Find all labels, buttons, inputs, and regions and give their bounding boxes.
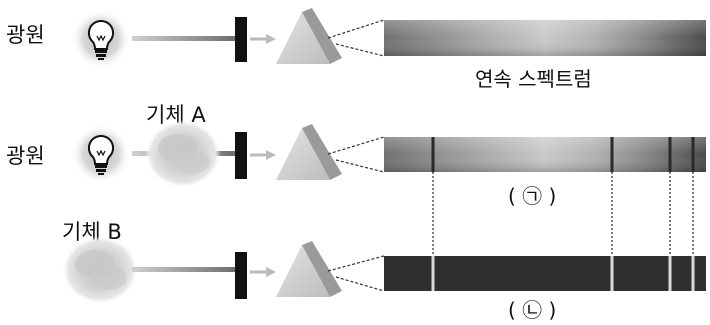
emission-line: [610, 256, 614, 291]
marker-label-1: ( ㉠ ): [508, 184, 557, 208]
row-absorption: [71, 120, 706, 188]
row-continuous: [71, 8, 706, 69]
emission-line: [691, 256, 695, 291]
light-bulb-icon: [87, 19, 115, 60]
gas-cloud-icon: [145, 120, 221, 188]
slit-icon: [235, 132, 247, 179]
gas-cloud-icon: [62, 236, 138, 304]
absorption-line: [431, 137, 435, 172]
prism-icon: [276, 241, 342, 297]
light-source-label-2: 광원: [6, 144, 45, 168]
prism-icon: [276, 124, 342, 180]
light-source-label-1: 광원: [6, 23, 45, 47]
row-emission: [62, 236, 706, 304]
slit-icon: [235, 252, 247, 299]
prism-icon: [276, 8, 342, 64]
arrow-icon: [250, 34, 276, 44]
arrow-icon: [250, 267, 276, 277]
light-beam: [132, 267, 235, 272]
light-beam: [132, 36, 235, 41]
marker-label-2: ( ㉡ ): [508, 298, 557, 322]
absorption-line: [668, 137, 672, 172]
slit-icon: [235, 17, 247, 62]
emission-spectrum-band: [384, 256, 706, 291]
continuous-spectrum-label: 연속 스펙트럼: [475, 67, 592, 91]
light-bulb-icon: [87, 134, 115, 175]
absorption-line: [691, 137, 695, 172]
emission-line: [668, 256, 672, 291]
arrow-icon: [250, 150, 276, 160]
emission-line: [431, 256, 435, 291]
absorption-line: [610, 137, 614, 172]
